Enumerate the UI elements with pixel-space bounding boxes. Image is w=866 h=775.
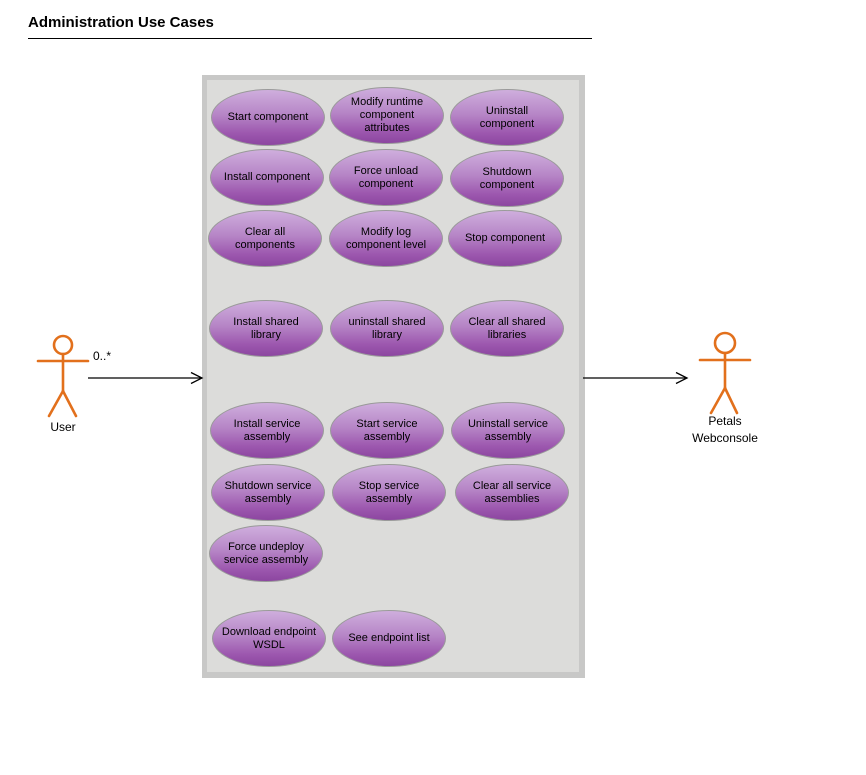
usecase-download-endpoint-wsdl: Download endpoint WSDL: [212, 610, 326, 667]
petals-actor-label-line2: Webconsole: [692, 431, 758, 445]
usecase-install-service-assembly: Install service assembly: [210, 402, 324, 459]
usecase-modify-log-component-level: Modify log component level: [329, 210, 443, 267]
user-actor-icon: [36, 334, 90, 418]
usecase-install-component: Install component: [210, 149, 324, 206]
usecase-clear-all-shared-libraries: Clear all shared libraries: [450, 300, 564, 357]
webconsole-association-arrow: [583, 371, 689, 385]
usecase-uninstall-service-assembly: Uninstall service assembly: [451, 402, 565, 459]
diagram-title: Administration Use Cases: [28, 14, 592, 39]
petals-webconsole-actor-icon: [698, 331, 752, 415]
usecase-uninstall-shared-library: uninstall shared library: [330, 300, 444, 357]
usecase-install-shared-library: Install shared library: [209, 300, 323, 357]
usecase-modify-runtime-component-attributes: Modify runtime component attributes: [330, 87, 444, 144]
usecase-uninstall-component: Uninstall component: [450, 89, 564, 146]
multiplicity-label: 0..*: [93, 349, 112, 363]
usecase-force-unload-component: Force unload component: [329, 149, 443, 206]
usecase-start-component: Start component: [211, 89, 325, 146]
usecase-stop-service-assembly: Stop service assembly: [332, 464, 446, 521]
usecase-shutdown-component: Shutdown component: [450, 150, 564, 207]
user-actor-label: User: [50, 420, 76, 434]
usecase-start-service-assembly: Start service assembly: [330, 402, 444, 459]
usecase-force-undeploy-service-assembly: Force undeploy service assembly: [209, 525, 323, 582]
usecase-see-endpoint-list: See endpoint list: [332, 610, 446, 667]
usecase-clear-all-components: Clear all components: [208, 210, 322, 267]
usecase-stop-component: Stop component: [448, 210, 562, 267]
user-association-arrow: [88, 371, 204, 385]
petals-actor-label-line1: Petals: [708, 414, 742, 428]
usecase-clear-all-service-assemblies: Clear all service assemblies: [455, 464, 569, 521]
usecase-shutdown-service-assembly: Shutdown service assembly: [211, 464, 325, 521]
